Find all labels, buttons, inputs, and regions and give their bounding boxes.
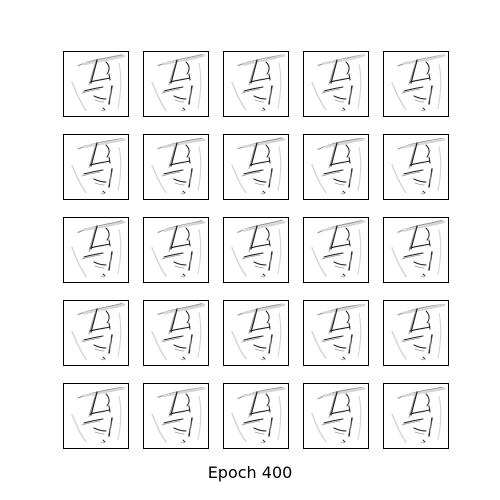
- generated-sample-image: [383, 383, 449, 449]
- epoch-caption: Epoch 400: [207, 463, 293, 482]
- handwritten-glyph-icon: [151, 54, 206, 112]
- generated-sample-image: [303, 217, 369, 283]
- generated-sample-image: [223, 383, 289, 449]
- handwritten-glyph-icon: [311, 137, 366, 195]
- generated-sample-image: [383, 51, 449, 117]
- handwritten-glyph-icon: [151, 220, 206, 278]
- generated-sample-image: [383, 300, 449, 366]
- handwritten-glyph-icon: [391, 303, 446, 361]
- generated-sample-image: [63, 383, 129, 449]
- handwritten-glyph-icon: [231, 386, 286, 444]
- handwritten-glyph-icon: [71, 138, 126, 195]
- generated-sample-image: [63, 217, 129, 283]
- handwritten-glyph-icon: [311, 303, 366, 361]
- generated-sample-image: [223, 51, 289, 117]
- generated-sample-image: [143, 51, 209, 117]
- generated-sample-image: [383, 134, 449, 200]
- generated-sample-image: [143, 217, 209, 283]
- handwritten-glyph-icon: [71, 220, 126, 278]
- handwritten-glyph-icon: [71, 302, 126, 361]
- handwritten-glyph-icon: [311, 387, 366, 444]
- generated-sample-image: [303, 134, 369, 200]
- handwritten-glyph-icon: [71, 54, 126, 112]
- generated-sample-image: [63, 300, 129, 366]
- handwritten-glyph-icon: [231, 54, 286, 112]
- generated-sample-image: [223, 217, 289, 283]
- handwritten-glyph-icon: [391, 219, 446, 278]
- generated-sample-image: [63, 51, 129, 117]
- handwritten-glyph-icon: [311, 53, 366, 112]
- generated-sample-image: [303, 300, 369, 366]
- handwritten-glyph-icon: [231, 303, 286, 361]
- handwritten-glyph-icon: [231, 219, 286, 278]
- generated-sample-image: [143, 383, 209, 449]
- generated-sample-image: [303, 51, 369, 117]
- generated-sample-image: [303, 383, 369, 449]
- generated-sample-image: [143, 134, 209, 200]
- handwritten-glyph-icon: [391, 54, 446, 112]
- generated-sample-image: [143, 300, 209, 366]
- generated-sample-image: [223, 300, 289, 366]
- handwritten-glyph-icon: [151, 302, 206, 361]
- generated-sample-image: [223, 134, 289, 200]
- generated-sample-image: [63, 134, 129, 200]
- handwritten-glyph-icon: [71, 386, 126, 444]
- generated-sample-image: [383, 217, 449, 283]
- handwritten-glyph-icon: [231, 137, 286, 195]
- handwritten-glyph-icon: [151, 137, 206, 195]
- handwritten-glyph-icon: [391, 137, 446, 195]
- handwritten-glyph-icon: [311, 219, 366, 278]
- handwritten-glyph-icon: [151, 387, 206, 444]
- handwritten-glyph-icon: [391, 386, 446, 444]
